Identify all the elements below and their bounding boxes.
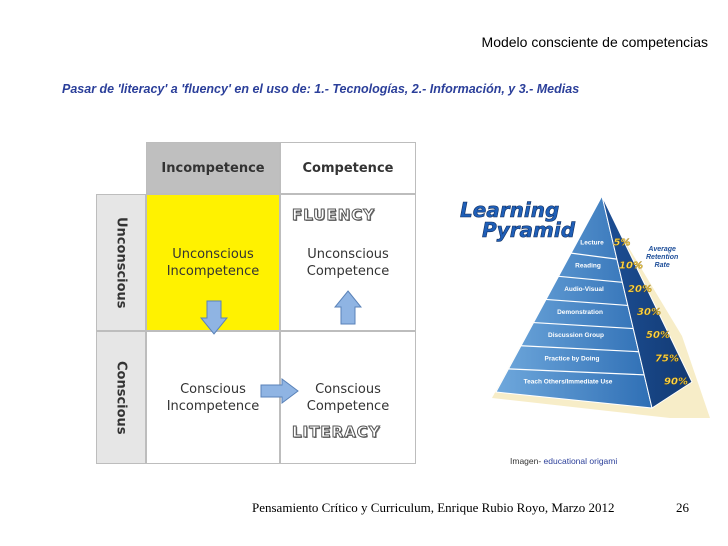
pyramid-level-divider <box>533 321 634 330</box>
col-header-competence: Competence <box>280 142 416 194</box>
pyramid-level-percent: 90% <box>664 376 688 387</box>
legend-line2: Retention <box>646 254 679 261</box>
pyramid-level-label: Discussion Group <box>548 332 604 339</box>
slide-footer: Pensamiento Crítico y Curriculum, Enriqu… <box>252 500 615 515</box>
row-header-unconscious-label: Unconscious <box>113 216 129 309</box>
image-credit-link[interactable]: educational origami <box>543 456 618 466</box>
arrow-right-icon <box>260 378 299 404</box>
row-header-conscious: Conscious <box>96 331 146 464</box>
pyramid-title: Learning Pyramid <box>460 198 576 242</box>
pyramid-level-percent: 50% <box>646 330 670 341</box>
cell-text-line2: Competence <box>306 263 390 279</box>
pyramid-level-percent: 5% <box>614 238 631 249</box>
pyramid-level-divider <box>546 298 628 307</box>
page-number: 26 <box>676 500 689 515</box>
pyramid-level-percent: 75% <box>655 353 679 364</box>
pyramid-level-percent: 10% <box>619 261 643 272</box>
cell-text-line2: Incompetence <box>166 263 260 279</box>
arrow-down-icon <box>200 300 228 335</box>
pyramid-level-label: Lecture <box>580 240 604 247</box>
cell-text-line1: Unconscious <box>172 246 254 262</box>
cell-text-line2: Competence <box>306 398 390 414</box>
pyramid-level-divider <box>521 345 639 353</box>
matrix-corner <box>96 142 146 194</box>
image-credit: Imagen- educational origami <box>510 456 617 466</box>
arrow-up-icon <box>334 290 362 325</box>
literacy-label: LITERACY <box>292 423 381 442</box>
competence-matrix: Incompetence Competence Unconscious Cons… <box>96 142 416 464</box>
cell-unconscious-competence: Unconscious Competence <box>280 194 416 331</box>
pyramid-side-face <box>601 195 693 409</box>
cell-conscious-competence: Conscious Competence <box>280 331 416 464</box>
pyramid-graphic: Lecture 5% Reading 10% Audio-Visual 20% Demons… <box>492 194 710 418</box>
pyramid-title-line1: Learning <box>460 198 560 222</box>
cell-text-line1: Conscious <box>315 381 381 397</box>
pyramid-level-label: Practice by Doing <box>545 355 600 362</box>
pyramid-level-divider <box>571 252 617 260</box>
cell-text-line2: Incompetence <box>166 398 260 414</box>
legend-line1: Average <box>648 246 676 253</box>
pyramid-level-percent: 30% <box>637 307 661 318</box>
pyramid-level-label: Demonstration <box>557 309 603 316</box>
learning-pyramid-image: Lecture 5% Reading 10% Audio-Visual 20% Demons… <box>452 186 710 418</box>
pyramid-level-divider <box>558 275 623 283</box>
slide-title: Modelo consciente de competencias <box>481 34 708 50</box>
cell-conscious-incompetence: Conscious Incompetence <box>146 331 280 464</box>
fluency-label: FLUENCY <box>291 206 376 225</box>
cell-text-line1: Conscious <box>180 381 246 397</box>
row-header-unconscious: Unconscious <box>96 194 146 331</box>
pyramid-level-divider <box>508 368 645 376</box>
pyramid-level-label: Reading <box>575 263 601 270</box>
pyramid-level-label: Audio-Visual <box>564 286 604 293</box>
col-header-incompetence: Incompetence <box>146 142 280 194</box>
image-credit-prefix: Imagen- <box>510 456 544 466</box>
row-header-conscious-label: Conscious <box>113 360 129 435</box>
pyramid-level-percent: 20% <box>628 284 652 295</box>
retention-legend: Average Retention Rate <box>646 246 678 270</box>
slide-subtitle: Pasar de 'literacy' a 'fluency' en el us… <box>62 82 580 96</box>
pyramid-title-line2: Pyramid <box>482 218 576 242</box>
pyramid-level-label: Teach Others/Immediate Use <box>524 378 613 385</box>
cell-text-line1: Unconscious <box>307 246 389 262</box>
legend-line3: Rate <box>654 262 670 269</box>
